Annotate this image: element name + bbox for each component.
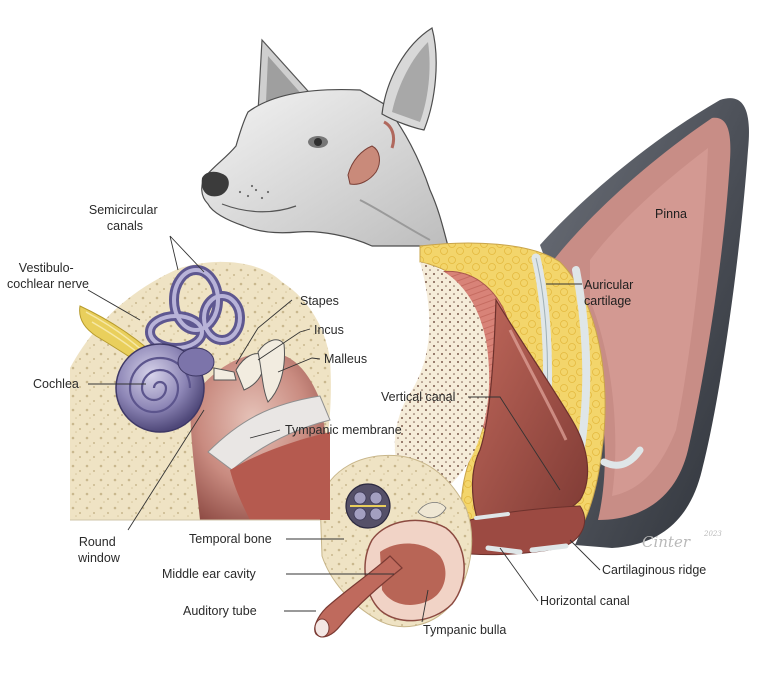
label-horizontal-canal: Horizontal canal — [540, 594, 630, 608]
signature-year: 2023 — [703, 530, 722, 538]
artist-signature: Cinter 2023 — [642, 530, 722, 551]
label-cochlea: Cochlea — [33, 377, 79, 391]
label-semicircular-canals: Semicircular canals — [89, 203, 161, 233]
label-middle-ear-cavity: Middle ear cavity — [162, 567, 257, 581]
middle-ear-lower-drawing — [314, 454, 473, 638]
signature-name: Cinter — [642, 533, 691, 551]
label-vertical-canal: Vertical canal — [381, 390, 455, 404]
label-tympanic-membrane: Tympanic membrane — [285, 423, 402, 437]
label-vestibulocochlear-nerve: Vestibulo- cochlear nerve — [7, 261, 89, 291]
label-auditory-tube: Auditory tube — [183, 604, 257, 618]
label-auricular-cartilage: Auricular cartilage — [584, 278, 637, 308]
label-pinna: Pinna — [655, 207, 687, 221]
dog-head-drawing — [201, 27, 449, 247]
label-round-window: Round window — [77, 535, 121, 565]
leader-lines — [87, 235, 601, 623]
inner-ear-inset — [70, 261, 331, 521]
label-stapes: Stapes — [300, 294, 339, 308]
label-cartilaginous-ridge: Cartilaginous ridge — [602, 563, 706, 577]
ear-canal-drawing — [394, 262, 589, 556]
label-incus: Incus — [314, 323, 344, 337]
labels: Semicircular canals Vestibulo- cochlear … — [7, 203, 706, 637]
label-malleus: Malleus — [324, 352, 367, 366]
label-temporal-bone: Temporal bone — [189, 532, 272, 546]
label-tympanic-bulla: Tympanic bulla — [423, 623, 506, 637]
